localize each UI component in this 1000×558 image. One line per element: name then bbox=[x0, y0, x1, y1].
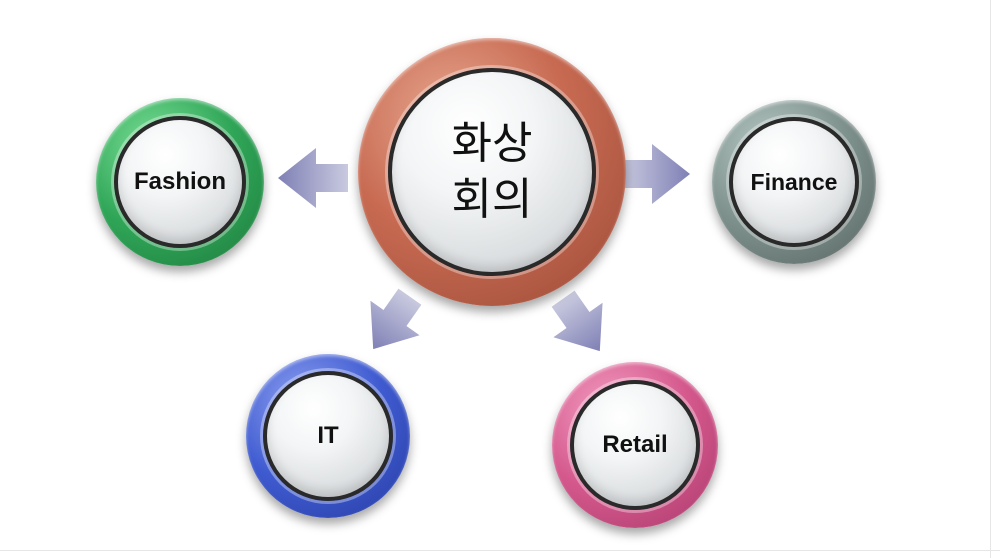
node-finance-face: Finance bbox=[729, 117, 859, 247]
node-finance: Finance bbox=[712, 100, 876, 264]
arrow-to-it bbox=[370, 288, 422, 350]
arrow-to-retail bbox=[551, 290, 603, 352]
center-node-label: 화상 회의 bbox=[451, 118, 533, 225]
node-finance-label: Finance bbox=[750, 168, 838, 195]
node-fashion-label: Fashion bbox=[133, 168, 226, 195]
node-it: IT bbox=[246, 354, 410, 518]
center-node: 화상 회의 bbox=[358, 38, 626, 306]
node-retail: Retail bbox=[552, 362, 718, 528]
arrow-to-finance bbox=[622, 144, 690, 204]
arrow-to-fashion bbox=[278, 148, 348, 208]
node-fashion: Fashion bbox=[96, 98, 264, 266]
node-it-label: IT bbox=[317, 422, 339, 449]
node-retail-label: Retail bbox=[602, 431, 668, 458]
node-it-face: IT bbox=[263, 371, 393, 501]
node-retail-face: Retail bbox=[570, 380, 700, 510]
right-border-line bbox=[990, 0, 991, 558]
center-node-face: 화상 회의 bbox=[388, 68, 596, 276]
bottom-border-line bbox=[0, 550, 1000, 551]
node-fashion-face: Fashion bbox=[114, 116, 246, 248]
